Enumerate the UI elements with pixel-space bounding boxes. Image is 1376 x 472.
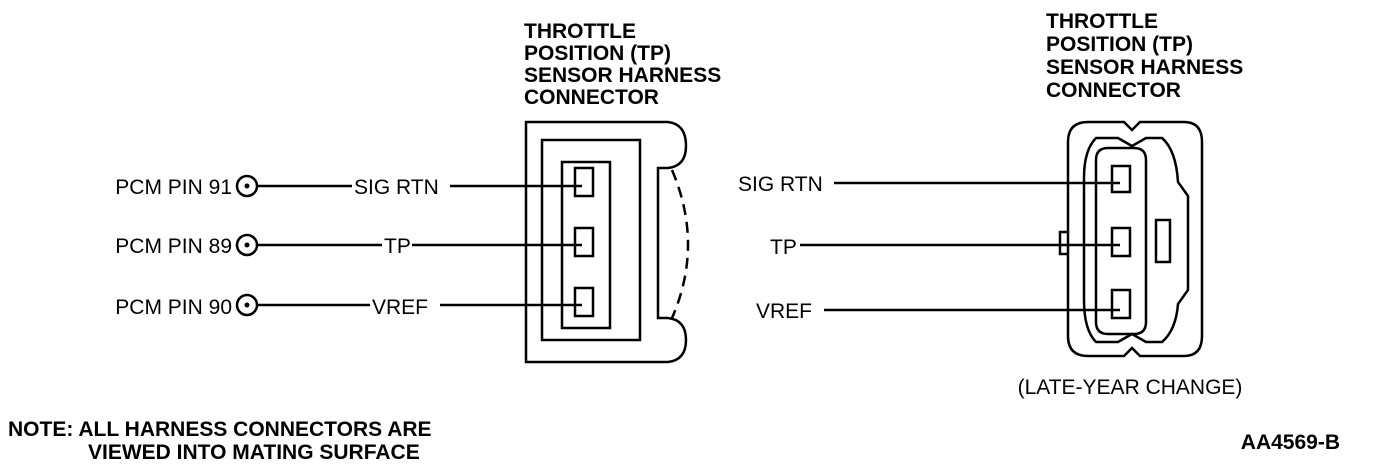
- right-connector-side-key: [1154, 218, 1172, 264]
- note-line-2: VIEWED INTO MATING SURFACE: [88, 441, 420, 464]
- right-signal-tp: TP: [770, 236, 797, 259]
- left-terminal-vref: [573, 286, 595, 318]
- right-terminal-vref: [1110, 288, 1132, 320]
- left-signal-tp: TP: [384, 235, 411, 258]
- left-title-line-1: THROTTLE: [524, 20, 636, 43]
- left-title-line-3: SENSOR HARNESS: [524, 64, 721, 87]
- right-title-line-3: SENSOR HARNESS: [1046, 56, 1243, 79]
- note-line-1: NOTE: ALL HARNESS CONNECTORS ARE: [8, 418, 432, 441]
- left-connector-inner-frame: [540, 138, 642, 342]
- right-title-line-1: THROTTLE: [1046, 10, 1158, 33]
- left-terminal-sig-rtn: [573, 166, 595, 198]
- left-wire-row-tp: PCM PIN 89 TP: [115, 233, 582, 258]
- left-connector-latch: [670, 169, 690, 319]
- right-signal-sig-rtn: SIG RTN: [738, 173, 823, 196]
- right-title-line-2: POSITION (TP): [1046, 33, 1193, 56]
- left-signal-vref: VREF: [372, 296, 428, 319]
- figure-id: AA4569-B: [1241, 431, 1340, 454]
- right-connector-terminals: [1110, 164, 1132, 320]
- note: NOTE: ALL HARNESS CONNECTORS ARE VIEWED …: [8, 418, 432, 464]
- left-connector-body: [524, 120, 690, 364]
- right-wire-row-tp: TP: [770, 236, 1120, 259]
- right-signal-vref: VREF: [756, 300, 812, 323]
- right-connector-terminal-channel: [1094, 146, 1148, 336]
- left-title-line-4: CONNECTOR: [524, 86, 659, 109]
- pcm-pin-90-label: PCM PIN 90: [115, 296, 232, 319]
- left-connector-terminals: [573, 166, 595, 318]
- left-title-line-2: POSITION (TP): [524, 42, 671, 65]
- left-connector-title: THROTTLE POSITION (TP) SENSOR HARNESS CO…: [524, 20, 721, 109]
- left-terminal-tp: [573, 226, 595, 258]
- right-wire-row-sig-rtn: SIG RTN: [738, 173, 1120, 196]
- left-wire-row-vref: PCM PIN 90 VREF: [115, 293, 582, 319]
- right-connector-outer-shell: [1066, 120, 1204, 358]
- right-connector-title: THROTTLE POSITION (TP) SENSOR HARNESS CO…: [1046, 10, 1243, 102]
- left-signal-sig-rtn: SIG RTN: [354, 176, 439, 199]
- pcm-pin-89-label: PCM PIN 89: [115, 235, 232, 258]
- right-connector-caption: (LATE-YEAR CHANGE): [1018, 376, 1243, 399]
- right-terminal-sig-rtn: [1110, 164, 1132, 194]
- left-wire-row-sig-rtn: PCM PIN 91 SIG RTN: [115, 174, 582, 199]
- right-connector-inner-shell: [1082, 136, 1190, 344]
- right-title-line-4: CONNECTOR: [1046, 79, 1181, 102]
- right-terminal-tp: [1110, 226, 1132, 258]
- left-connector-outer-shell: [524, 120, 688, 364]
- right-connector-body: [1058, 120, 1204, 358]
- pcm-pin-91-label: PCM PIN 91: [115, 176, 232, 199]
- right-wire-row-vref: VREF: [756, 300, 1120, 323]
- right-connector-left-tab: [1058, 230, 1068, 256]
